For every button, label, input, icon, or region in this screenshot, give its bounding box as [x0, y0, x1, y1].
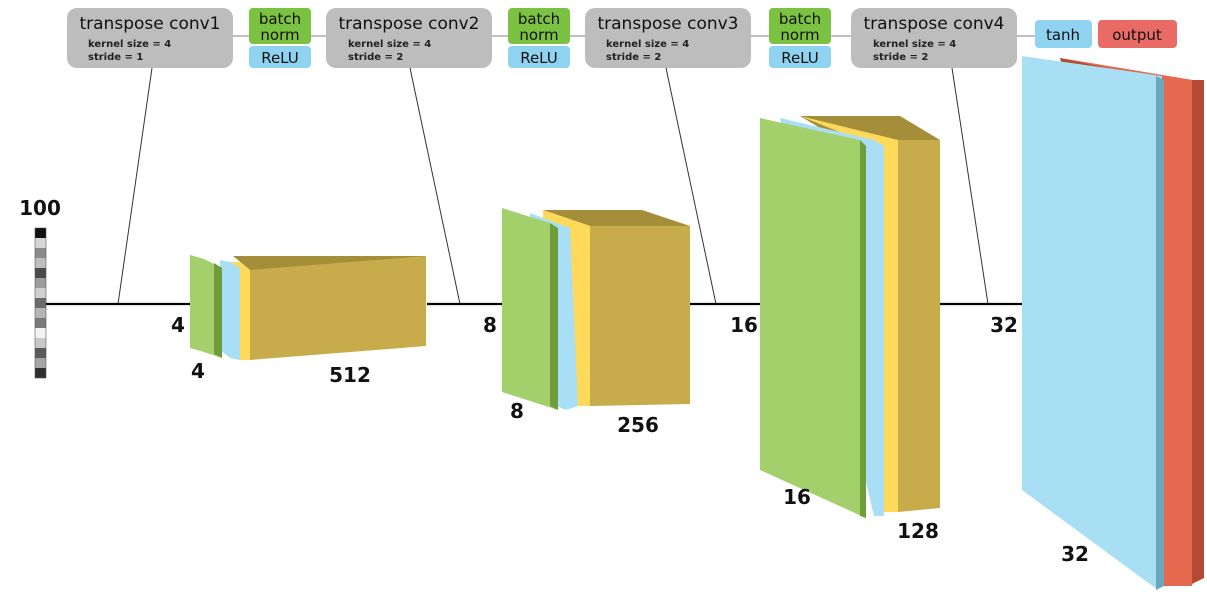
conv4-box: transpose conv4 kernel size = 4 stride =…	[851, 8, 1017, 68]
block-2-depth-label: 256	[617, 413, 659, 437]
svg-text:ReLU: ReLU	[520, 49, 558, 67]
conv1-box: transpose conv1 kernel size = 4 stride =…	[67, 8, 233, 68]
conv1-kernel: kernel size = 4	[88, 39, 171, 50]
pointer-line-conv4	[951, 67, 989, 305]
block-3-width-label: 16	[783, 485, 811, 509]
conv2-stride: stride = 2	[348, 52, 403, 63]
block-1-width-label: 4	[191, 359, 205, 383]
pointer-line-conv1	[117, 67, 153, 305]
relu-tag-2: ReLU	[508, 46, 570, 68]
conv4-title: transpose conv4	[863, 14, 1004, 34]
block-4	[1022, 56, 1204, 590]
conv4-kernel: kernel size = 4	[873, 39, 956, 50]
svg-text:ReLU: ReLU	[781, 49, 819, 67]
conv4-stride: stride = 2	[873, 52, 928, 63]
block-3	[760, 116, 940, 518]
block-3-depth-label: 128	[897, 519, 939, 543]
input-size-label: 100	[19, 196, 61, 220]
conv3-stride: stride = 2	[606, 52, 661, 63]
block-3-height-label: 16	[730, 313, 758, 337]
batch-norm-tag-1: batch norm	[249, 8, 311, 44]
input-vector	[34, 227, 47, 379]
conv2-title: transpose conv2	[338, 14, 479, 34]
tanh-tag: tanh	[1035, 20, 1092, 48]
block-4-width-label: 32	[1061, 542, 1089, 566]
conv3-kernel: kernel size = 4	[606, 39, 689, 50]
conv3-title: transpose conv3	[597, 14, 738, 34]
pointer-line-conv2	[409, 67, 461, 305]
output-tag: output	[1098, 20, 1177, 48]
block-1	[190, 255, 426, 360]
block-2-width-label: 8	[510, 399, 524, 423]
svg-text:batch: batch	[779, 10, 821, 28]
svg-text:norm: norm	[260, 26, 299, 44]
svg-text:tanh: tanh	[1046, 26, 1080, 44]
conv3-box: transpose conv3 kernel size = 4 stride =…	[585, 8, 751, 68]
block-1-depth-label: 512	[329, 363, 371, 387]
svg-text:batch: batch	[518, 10, 560, 28]
batch-norm-tag-2: batch norm	[508, 8, 570, 44]
block-2	[502, 208, 690, 410]
svg-text:norm: norm	[780, 26, 819, 44]
svg-text:batch: batch	[259, 10, 301, 28]
conv2-kernel: kernel size = 4	[348, 39, 431, 50]
block-2-height-label: 8	[483, 313, 497, 337]
relu-tag-3: ReLU	[769, 46, 831, 68]
batch-norm-tag-3: batch norm	[769, 8, 831, 44]
svg-text:ReLU: ReLU	[261, 49, 299, 67]
block-1-height-label: 4	[171, 313, 185, 337]
svg-text:output: output	[1112, 26, 1162, 44]
pointer-line-conv3	[665, 67, 717, 305]
block-4-height-label: 32	[990, 313, 1018, 337]
conv1-stride: stride = 1	[88, 52, 143, 63]
relu-tag-1: ReLU	[249, 46, 311, 68]
svg-text:norm: norm	[519, 26, 558, 44]
conv2-box: transpose conv2 kernel size = 4 stride =…	[326, 8, 492, 68]
conv1-title: transpose conv1	[79, 14, 220, 34]
